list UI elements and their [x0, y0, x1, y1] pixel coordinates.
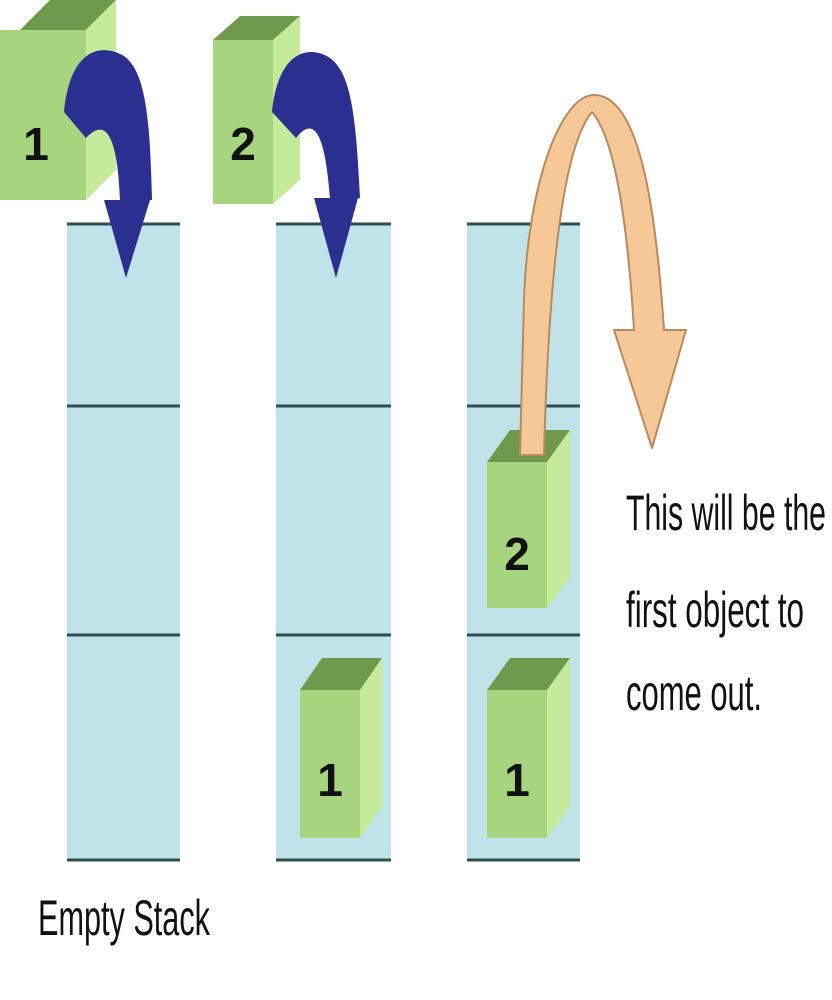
incoming-block-1: 1 — [0, 0, 116, 200]
pop-note: This will be the first object to come ou… — [626, 485, 826, 721]
curved-arrow-down-icon — [272, 52, 360, 279]
stack-1-caption: Empty Stack — [38, 890, 211, 946]
cube-label: 1 — [504, 754, 530, 806]
incoming-block-2: 2 — [213, 16, 300, 204]
stack-3-block-top: 2 — [487, 430, 570, 608]
stack-2-block: 1 — [300, 658, 382, 838]
note-line: first object to — [626, 582, 804, 638]
stack-1 — [67, 222, 180, 862]
cube-label: 2 — [504, 528, 530, 580]
cube-label: 1 — [23, 118, 49, 170]
cube-icon — [487, 430, 570, 608]
stack-3-block-bottom: 1 — [487, 658, 570, 838]
cube-icon — [300, 658, 382, 838]
stack-1-column — [67, 223, 180, 860]
cube-label: 1 — [317, 754, 343, 806]
cube-icon — [0, 0, 116, 200]
curved-arrow-out-icon — [519, 94, 687, 456]
cube-label: 2 — [230, 118, 256, 170]
cube-icon — [487, 658, 570, 838]
curved-arrow-down-icon — [64, 50, 152, 278]
note-line: This will be the — [626, 485, 826, 541]
cube-icon — [213, 16, 300, 204]
note-line: come out. — [626, 665, 762, 721]
